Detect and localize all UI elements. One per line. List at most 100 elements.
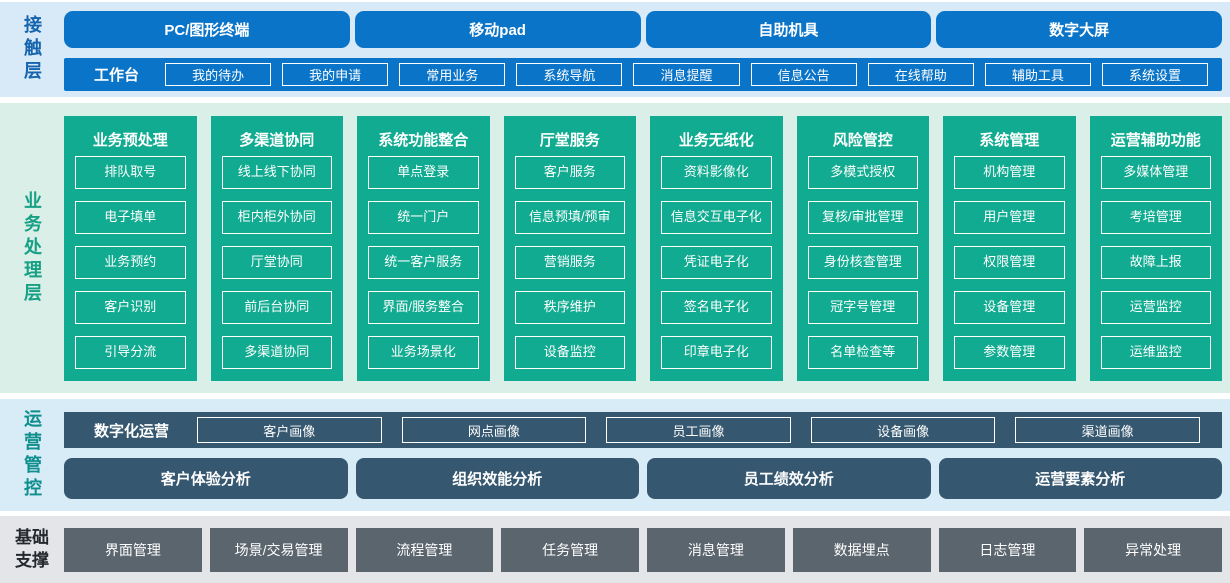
workbench-items: 我的待办 我的申请 常用业务 系统导航 消息提醒 信息公告 在线帮助 辅助工具 … bbox=[165, 63, 1208, 86]
workbench-item-auxiliary-tools: 辅助工具 bbox=[984, 63, 1091, 86]
foundation-label-line2: 支撑 bbox=[15, 550, 49, 570]
business-column-lobby-service: 厅堂服务 客户服务 信息预填/预审 营销服务 秩序维护 设备监控 bbox=[503, 116, 636, 381]
foundation-layer-content: 界面管理 场景/交易管理 流程管理 任务管理 消息管理 数据埋点 日志管理 异常… bbox=[64, 516, 1230, 583]
operation-layer-content: 数字化运营 客户画像 网点画像 员工画像 设备画像 渠道画像 客户体验分析 组织… bbox=[64, 399, 1230, 511]
operation-layer-label: 运营管控 bbox=[0, 399, 64, 511]
business-column-multichannel: 多渠道协同 线上线下协同 柜内柜外协同 厅堂协同 前后台协同 多渠道协同 bbox=[210, 116, 343, 381]
business-item: 运营监控 bbox=[1100, 291, 1211, 324]
business-item: 排队取号 bbox=[75, 156, 186, 189]
business-column-items: 线上线下协同 柜内柜外协同 厅堂协同 前后台协同 多渠道协同 bbox=[221, 156, 332, 369]
workbench-item-system-navigation: 系统导航 bbox=[516, 63, 623, 86]
business-column-title: 厅堂服务 bbox=[539, 131, 600, 149]
workbench-item-announcements: 信息公告 bbox=[750, 63, 857, 86]
profile-item-channel: 渠道画像 bbox=[1015, 417, 1200, 443]
business-item: 客户识别 bbox=[75, 291, 186, 324]
business-item: 复核/审批管理 bbox=[807, 201, 918, 234]
business-item: 多渠道协同 bbox=[221, 336, 332, 369]
business-column-items: 多媒体管理 考培管理 故障上报 运营监控 运维监控 bbox=[1100, 156, 1211, 369]
foundation-item-scene-transaction: 场景/交易管理 bbox=[209, 527, 348, 572]
business-item: 业务预约 bbox=[75, 246, 186, 279]
business-item: 统一客户服务 bbox=[368, 246, 479, 279]
business-layer-content: 业务预处理 排队取号 电子填单 业务预约 客户识别 引导分流 多渠道协同 线上线… bbox=[64, 103, 1230, 393]
profile-item-employee: 员工画像 bbox=[606, 417, 791, 443]
business-column-items: 机构管理 用户管理 权限管理 设备管理 参数管理 bbox=[954, 156, 1065, 369]
business-item: 界面/服务整合 bbox=[368, 291, 479, 324]
operation-layer-band: 运营管控 数字化运营 客户画像 网点画像 员工画像 设备画像 渠道画像 客户体验… bbox=[0, 399, 1230, 511]
digital-operation-bar: 数字化运营 客户画像 网点画像 员工画像 设备画像 渠道画像 bbox=[64, 412, 1222, 448]
business-item: 营销服务 bbox=[514, 246, 625, 279]
business-item: 资料影像化 bbox=[661, 156, 772, 189]
business-item: 秩序维护 bbox=[514, 291, 625, 324]
business-item: 信息交互电子化 bbox=[661, 201, 772, 234]
business-column-title: 系统功能整合 bbox=[378, 131, 469, 149]
business-column-items: 客户服务 信息预填/预审 营销服务 秩序维护 设备监控 bbox=[514, 156, 625, 369]
business-item: 考培管理 bbox=[1100, 201, 1211, 234]
foundation-item-ui-management: 界面管理 bbox=[64, 527, 202, 572]
workbench-item-system-settings: 系统设置 bbox=[1101, 63, 1208, 86]
business-item: 业务场景化 bbox=[368, 336, 479, 369]
business-column-title: 系统管理 bbox=[979, 131, 1040, 149]
operation-layer-label-text: 运营管控 bbox=[22, 409, 42, 501]
terminal-mobile-pad: 移动pad bbox=[354, 11, 641, 48]
business-item: 线上线下协同 bbox=[221, 156, 332, 189]
analysis-employee-performance: 员工绩效分析 bbox=[647, 458, 931, 499]
analysis-operation-elements: 运营要素分析 bbox=[938, 458, 1222, 499]
business-item: 权限管理 bbox=[954, 246, 1065, 279]
business-item: 运维监控 bbox=[1100, 336, 1211, 369]
analysis-row: 客户体验分析 组织效能分析 员工绩效分析 运营要素分析 bbox=[64, 458, 1222, 499]
business-item: 用户管理 bbox=[954, 201, 1065, 234]
business-item: 单点登录 bbox=[368, 156, 479, 189]
workbench-item-my-applications: 我的申请 bbox=[282, 63, 389, 86]
analysis-customer-experience: 客户体验分析 bbox=[64, 458, 348, 499]
foundation-label-line1: 基础 bbox=[15, 528, 49, 548]
foundation-layer-label-text: 基础 支撑 bbox=[15, 527, 49, 571]
business-item: 名单检查等 bbox=[807, 336, 918, 369]
business-column-title: 业务预处理 bbox=[92, 131, 168, 149]
business-item: 印章电子化 bbox=[661, 336, 772, 369]
business-item: 统一门户 bbox=[368, 201, 479, 234]
foundation-layer-band: 基础 支撑 界面管理 场景/交易管理 流程管理 任务管理 消息管理 数据埋点 日… bbox=[0, 516, 1230, 583]
foundation-item-data-tracking: 数据埋点 bbox=[792, 527, 931, 572]
business-item: 身份核查管理 bbox=[807, 246, 918, 279]
business-item: 签名电子化 bbox=[661, 291, 772, 324]
business-column-title: 业务无纸化 bbox=[678, 131, 754, 149]
foundation-item-process-management: 流程管理 bbox=[355, 527, 494, 572]
business-item: 多模式授权 bbox=[807, 156, 918, 189]
business-column-title: 多渠道协同 bbox=[239, 131, 315, 149]
workbench-item-online-help: 在线帮助 bbox=[867, 63, 974, 86]
business-item: 客户服务 bbox=[514, 156, 625, 189]
business-item: 厅堂协同 bbox=[221, 246, 332, 279]
business-layer-band: 业务处理层 业务预处理 排队取号 电子填单 业务预约 客户识别 引导分流 多渠道… bbox=[0, 103, 1230, 393]
business-column-title: 风险管控 bbox=[832, 131, 893, 149]
foundation-items: 界面管理 场景/交易管理 流程管理 任务管理 消息管理 数据埋点 日志管理 异常… bbox=[64, 516, 1222, 583]
profile-item-branch: 网点画像 bbox=[401, 417, 587, 443]
contact-layer-content: PC/图形终端 移动pad 自助机具 数字大屏 工作台 我的待办 我的申请 常用… bbox=[64, 2, 1230, 97]
business-column-risk-control: 风险管控 多模式授权 复核/审批管理 身份核查管理 冠字号管理 名单检查等 bbox=[796, 116, 929, 381]
contact-layer-band: 接触层 PC/图形终端 移动pad 自助机具 数字大屏 工作台 我的待办 我的申… bbox=[0, 2, 1230, 97]
business-column-items: 排队取号 电子填单 业务预约 客户识别 引导分流 bbox=[75, 156, 186, 369]
business-layer-label: 业务处理层 bbox=[0, 103, 64, 393]
contact-layer-label: 接触层 bbox=[0, 2, 64, 97]
business-column-title: 运营辅助功能 bbox=[1110, 131, 1201, 149]
business-column-items: 多模式授权 复核/审批管理 身份核查管理 冠字号管理 名单检查等 bbox=[807, 156, 918, 369]
foundation-item-message-management: 消息管理 bbox=[647, 527, 785, 572]
business-item: 引导分流 bbox=[75, 336, 186, 369]
business-layer-label-text: 业务处理层 bbox=[22, 190, 42, 306]
workbench-label: 工作台 bbox=[94, 67, 140, 84]
profile-item-customer: 客户画像 bbox=[197, 417, 382, 443]
terminal-pc: PC/图形终端 bbox=[64, 11, 350, 48]
business-column-system-management: 系统管理 机构管理 用户管理 权限管理 设备管理 参数管理 bbox=[943, 116, 1076, 381]
profile-items: 客户画像 网点画像 员工画像 设备画像 渠道画像 bbox=[197, 417, 1200, 443]
foundation-item-task-management: 任务管理 bbox=[501, 527, 639, 572]
foundation-layer-label: 基础 支撑 bbox=[0, 516, 64, 583]
business-columns: 业务预处理 排队取号 电子填单 业务预约 客户识别 引导分流 多渠道协同 线上线… bbox=[64, 103, 1222, 393]
business-column-operation-auxiliary: 运营辅助功能 多媒体管理 考培管理 故障上报 运营监控 运维监控 bbox=[1089, 116, 1222, 381]
digital-operation-label: 数字化运营 bbox=[94, 422, 170, 440]
business-column-integration: 系统功能整合 单点登录 统一门户 统一客户服务 界面/服务整合 业务场景化 bbox=[357, 116, 490, 381]
terminal-self-service: 自助机具 bbox=[645, 11, 932, 48]
business-column-items: 单点登录 统一门户 统一客户服务 界面/服务整合 业务场景化 bbox=[368, 156, 479, 369]
business-item: 设备管理 bbox=[954, 291, 1065, 324]
business-column-items: 资料影像化 信息交互电子化 凭证电子化 签名电子化 印章电子化 bbox=[661, 156, 772, 369]
business-item: 故障上报 bbox=[1100, 246, 1211, 279]
